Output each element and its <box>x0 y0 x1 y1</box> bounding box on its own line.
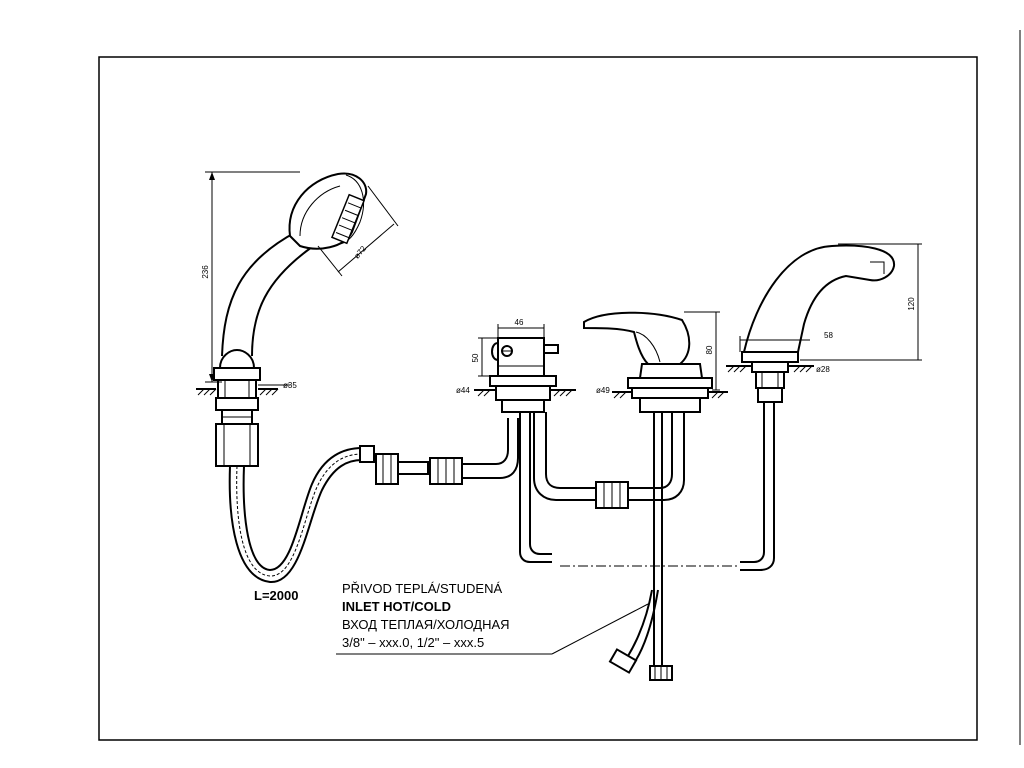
dimension-diverter: 46 50 ø44 <box>456 318 545 395</box>
dim-50: 50 <box>471 353 480 362</box>
dimension-shower-height: 236 <box>201 171 300 383</box>
inlet-note-en: INLET HOT/COLD <box>342 599 451 614</box>
mixer-valve <box>583 311 728 681</box>
dim-58: 58 <box>824 331 833 340</box>
dim-35: ø35 <box>283 381 297 390</box>
dim-49: ø49 <box>596 386 610 395</box>
hose-coupling <box>359 418 519 485</box>
dim-46: 46 <box>515 318 524 327</box>
mid-coupling <box>595 412 685 509</box>
shower-spray-face <box>330 193 366 245</box>
bath-spout <box>726 244 896 571</box>
inlet-note-sizes: 3/8" – xxx.0, 1/2" – xxx.5 <box>342 635 484 650</box>
hose-length-label: L=2000 <box>254 588 298 603</box>
dim-80: 80 <box>705 345 714 354</box>
dimension-mixer: 80 ø49 <box>596 311 720 395</box>
inlet-note-ru: ВХОД ТЕПЛАЯ/ХОЛОДНАЯ <box>342 617 510 632</box>
dimension-spout: 120 58 ø28 <box>739 243 922 374</box>
shower-hose: L=2000 <box>228 447 363 603</box>
shower-handset <box>196 172 368 467</box>
inlet-note-cz: PŘIVOD TEPLÁ/STUDENÁ <box>342 581 502 596</box>
diverter-valve <box>474 337 600 563</box>
drawing-frame <box>98 56 978 741</box>
dim-44: ø44 <box>456 386 470 395</box>
dim-120: 120 <box>907 297 916 311</box>
dimension-shower-flange: ø35 <box>258 381 297 390</box>
dim-72: ø72 <box>352 244 368 261</box>
dim-28: ø28 <box>816 365 830 374</box>
inlet-note: PŘIVOD TEPLÁ/STUDENÁ INLET HOT/COLD ВХОД… <box>336 581 649 655</box>
dim-236: 236 <box>201 265 210 279</box>
